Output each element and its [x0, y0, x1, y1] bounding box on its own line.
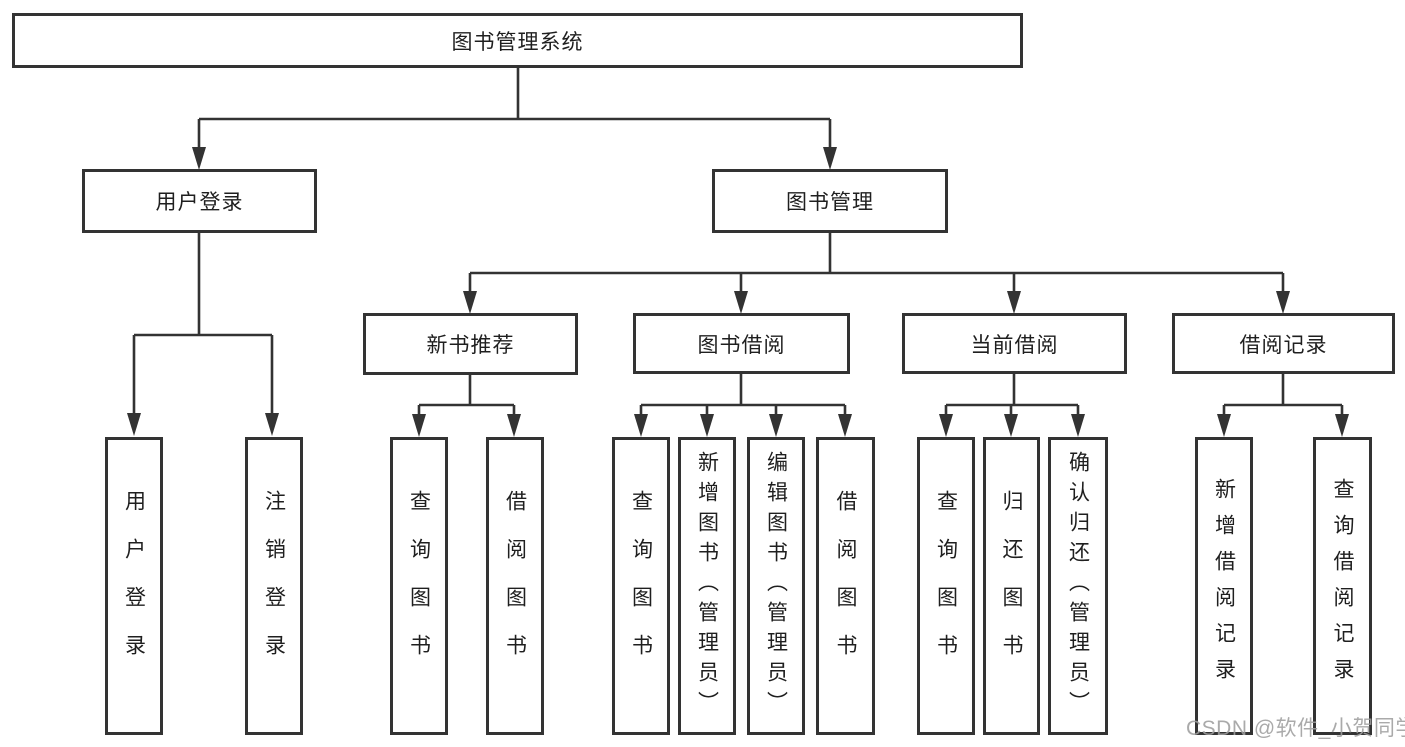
leaf-borrow-books-1: 借阅图书	[486, 437, 544, 735]
leaf-query-books-3-label: 查询图书	[934, 490, 958, 682]
node-borrowing-records: 借阅记录	[1172, 313, 1395, 374]
leaf-logout: 注销登录	[245, 437, 303, 735]
node-user-login: 用户登录	[82, 169, 317, 233]
leaf-borrow-books-2-label: 借阅图书	[834, 490, 857, 682]
node-book-borrowing: 图书借阅	[633, 313, 850, 374]
leaf-edit-books-admin-label: 编辑图书（管理员）	[764, 451, 788, 721]
node-new-book-recommend-label: 新书推荐	[426, 334, 515, 357]
leaf-add-borrow-record: 新增借阅记录	[1195, 437, 1253, 735]
leaf-edit-books-admin: 编辑图书（管理员）	[747, 437, 805, 735]
leaf-user-login: 用户登录	[105, 437, 163, 735]
leaf-borrow-books-2: 借阅图书	[816, 437, 875, 735]
leaf-add-books-admin: 新增图书（管理员）	[678, 437, 736, 735]
node-root-system: 图书管理系统	[12, 13, 1023, 68]
leaf-logout-label: 注销登录	[262, 490, 286, 682]
node-new-book-recommend: 新书推荐	[363, 313, 578, 375]
leaf-add-books-admin-label: 新增图书（管理员）	[695, 451, 719, 721]
leaf-query-books-1-label: 查询图书	[407, 490, 431, 682]
leaf-add-borrow-record-label: 新增借阅记录	[1212, 478, 1236, 694]
node-book-management: 图书管理	[712, 169, 948, 233]
leaf-query-borrow-record-label: 查询借阅记录	[1331, 478, 1354, 694]
node-current-borrowing-label: 当前借阅	[970, 333, 1059, 357]
leaf-query-books-2-label: 查询图书	[629, 490, 653, 682]
leaf-confirm-return-admin: 确认归还（管理员）	[1048, 437, 1108, 735]
leaf-borrow-books-1-label: 借阅图书	[503, 490, 527, 682]
node-borrowing-records-label: 借阅记录	[1239, 333, 1328, 357]
leaf-query-books-1: 查询图书	[390, 437, 448, 735]
leaf-query-borrow-record: 查询借阅记录	[1313, 437, 1372, 735]
node-user-login-label: 用户登录	[155, 191, 244, 214]
csdn-watermark: CSDN @软件_小贺同学	[1186, 717, 1405, 740]
leaf-return-books: 归还图书	[983, 437, 1040, 735]
node-root-label: 图书管理系统	[451, 30, 584, 54]
leaf-query-books-3: 查询图书	[917, 437, 975, 735]
node-book-management-label: 图书管理	[786, 191, 874, 214]
leaf-confirm-return-admin-label: 确认归还（管理员）	[1066, 451, 1090, 721]
leaf-user-login-label: 用户登录	[122, 490, 146, 682]
leaf-return-books-label: 归还图书	[1000, 490, 1023, 682]
node-current-borrowing: 当前借阅	[902, 313, 1127, 374]
node-book-borrowing-label: 图书借阅	[697, 333, 786, 357]
leaf-query-books-2: 查询图书	[612, 437, 670, 735]
